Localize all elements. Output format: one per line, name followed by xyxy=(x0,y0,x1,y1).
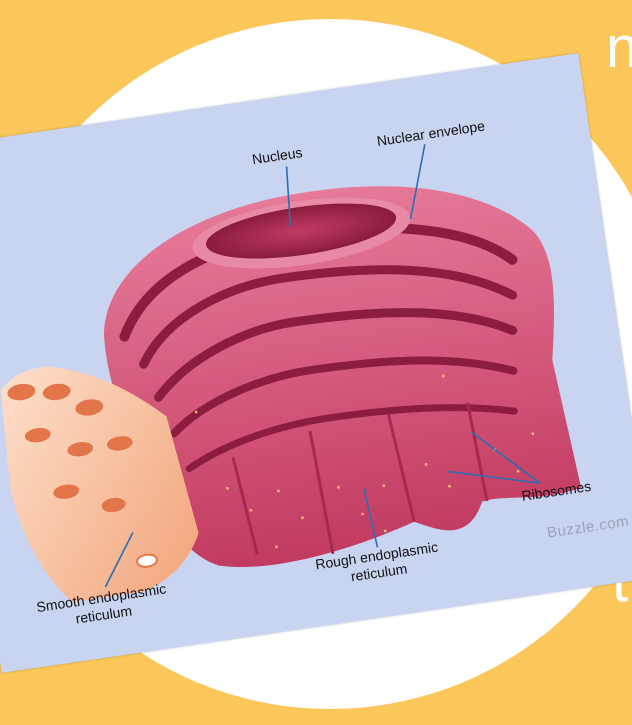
diagram-card: Nucleus Nuclear envelope Ribosomes Rough… xyxy=(0,53,632,673)
er-illustration xyxy=(0,53,632,673)
